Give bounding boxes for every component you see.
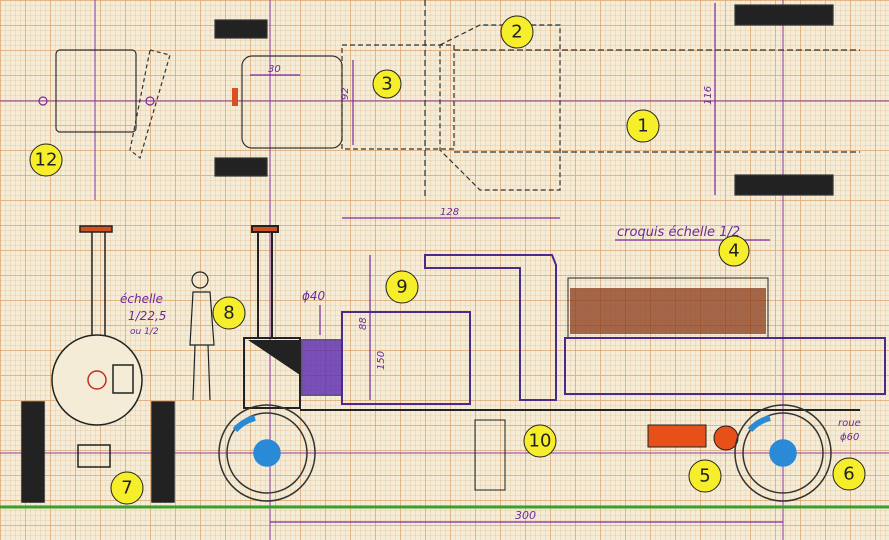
dimension-lines	[250, 3, 783, 523]
dim-116: 116	[703, 86, 714, 105]
number-markers: 1 2 3 4 5 6 7 8 9 10 12	[29, 15, 866, 505]
scale-note: croquis échelle 1/2	[617, 225, 740, 240]
svg-text:10: 10	[529, 431, 552, 452]
front-wheel	[218, 404, 316, 502]
svg-text:4: 4	[728, 241, 739, 262]
marker-5: 5	[688, 459, 722, 493]
marker-10: 10	[523, 424, 557, 458]
front-view	[21, 225, 175, 503]
svg-text:7: 7	[121, 478, 132, 499]
dim-150: 150	[376, 351, 387, 370]
svg-text:9: 9	[396, 277, 407, 298]
figure-scale-label: échelle	[120, 292, 163, 306]
dimension-labels: 30 92 116 128 ϕ40 88 150 300 croquis éch…	[120, 64, 861, 522]
svg-text:6: 6	[843, 464, 854, 485]
plan-view	[38, 0, 860, 200]
wheel-note-diameter: ϕ60	[840, 432, 859, 443]
dim-30: 30	[268, 64, 281, 75]
svg-text:3: 3	[381, 74, 392, 95]
svg-text:5: 5	[699, 466, 710, 487]
dim-phi40: ϕ40	[302, 289, 326, 303]
figure-scale-alt: ou 1/2	[130, 327, 159, 337]
marker-3: 3	[372, 69, 402, 99]
svg-text:12: 12	[35, 150, 58, 171]
wheel-note-label: roue	[838, 418, 861, 429]
marker-2: 2	[500, 15, 534, 49]
person-figure	[189, 271, 215, 401]
marker-4: 4	[718, 235, 750, 267]
marker-7: 7	[110, 471, 144, 505]
dim-300: 300	[515, 509, 536, 522]
dim-92: 92	[340, 87, 351, 100]
rear-wheel	[734, 404, 832, 502]
svg-text:1: 1	[637, 116, 648, 137]
marker-12: 12	[29, 143, 63, 177]
marker-6: 6	[832, 457, 866, 491]
side-view	[243, 225, 886, 491]
figure-scale-value: 1/22,5	[128, 309, 166, 323]
marker-9: 9	[385, 270, 419, 304]
svg-text:2: 2	[511, 22, 522, 43]
svg-text:8: 8	[223, 303, 234, 324]
dim-88: 88	[358, 317, 369, 330]
marker-1: 1	[626, 109, 660, 143]
dim-128: 128	[440, 207, 459, 218]
marker-8: 8	[212, 296, 246, 330]
